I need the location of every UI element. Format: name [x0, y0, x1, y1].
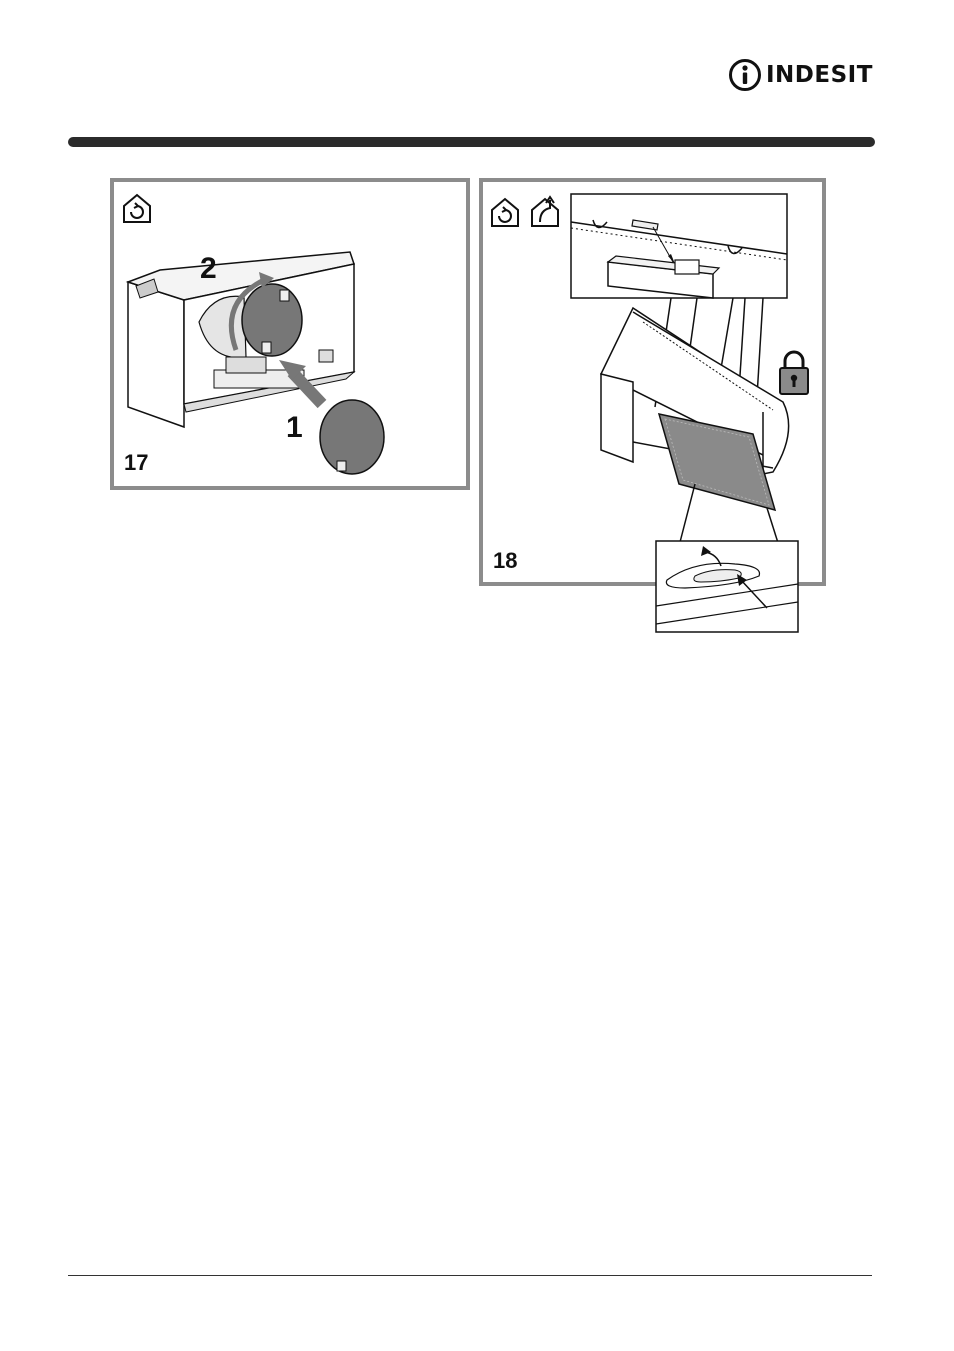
brand-logo: INDESIT	[728, 55, 873, 95]
grease-filter-illustration	[483, 182, 822, 582]
extraction-icon	[532, 197, 558, 226]
filter-handle-detail	[655, 540, 799, 633]
header-divider	[68, 137, 875, 147]
indesit-logo-icon	[728, 58, 762, 92]
figure-18: 18	[479, 178, 826, 586]
step-1-label: 1	[286, 411, 303, 444]
step-2-label: 2	[200, 252, 217, 285]
figure-number-18: 18	[493, 548, 517, 574]
figure-17: 2 1 17	[110, 178, 470, 490]
figure-number-17: 17	[124, 450, 148, 476]
brand-name: INDESIT	[766, 62, 873, 88]
recirculation-icon	[124, 195, 150, 222]
filter-install-illustration: 2 1	[114, 182, 466, 486]
recirculation-icon	[492, 199, 518, 226]
padlock-icon	[780, 352, 808, 394]
footer-divider	[68, 1275, 872, 1276]
